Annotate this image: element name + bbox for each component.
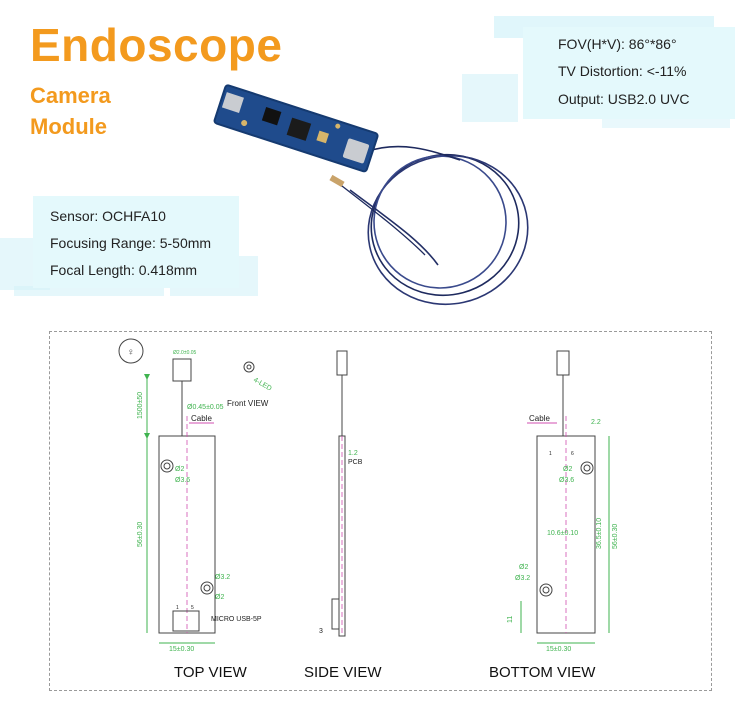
cable-label-bottom: Cable <box>529 414 550 423</box>
led-label: 4-LED <box>252 377 273 393</box>
dim-b-hole-4: Ø3.2 <box>515 575 530 582</box>
dim-hole-3: Ø3.2 <box>215 574 230 581</box>
side-view-label: SIDE VIEW <box>304 664 382 681</box>
spec-focus-range: Focusing Range: 5-50mm <box>50 235 212 251</box>
dim-hole-2: Ø3.6 <box>175 477 190 484</box>
pin-label-b1: 1 <box>549 451 552 457</box>
top-view-label: TOP VIEW <box>174 664 247 681</box>
dim-b-hole-3: Ø2 <box>519 564 528 571</box>
dim-length: 56±0.30 <box>137 522 144 547</box>
dim-lens-dia: Ø0.45±0.05 <box>187 404 224 411</box>
dim-b-usb: 11 <box>507 616 514 623</box>
svg-text:♀: ♀ <box>127 347 135 358</box>
bottom-view-label: BOTTOM VIEW <box>489 664 596 681</box>
pin-label-1: 1 <box>176 605 179 611</box>
spec-output: Output: USB2.0 UVC <box>558 91 690 107</box>
drawing-svg: ♀ Ø2.0±0.05 Ø0.45±0.05 1500±50 Ø2 Ø3.6 5… <box>118 338 619 653</box>
dim-b-width: 15±0.30 <box>546 646 571 653</box>
technical-drawing <box>49 331 712 691</box>
dim-b-hole-1: Ø2 <box>563 466 572 473</box>
specs-box-left: Sensor: OCHFA10 Focusing Range: 5-50mm F… <box>33 196 239 288</box>
probe-tip <box>329 174 345 188</box>
subtitle-line-2: Module <box>30 114 107 139</box>
dim-b-hole-2: Ø3.6 <box>559 477 574 484</box>
dim-hole-1: Ø2 <box>175 466 184 473</box>
dim-width: 15±0.30 <box>169 646 194 653</box>
dim-cable-length: 1500±50 <box>137 392 144 419</box>
chip <box>286 117 312 141</box>
dim-hole-4: Ø2 <box>215 594 224 601</box>
dim-b-offset: 2.2 <box>591 419 601 426</box>
spec-focal-length: Focal Length: 0.418mm <box>50 262 198 278</box>
pin-label-b6: 6 <box>571 451 574 457</box>
side-view-drawing: 1.2 PCB 3 <box>319 350 363 637</box>
decor-panel <box>462 74 518 122</box>
pcb-board <box>213 84 379 173</box>
dim-thickness: 1.2 <box>348 450 358 457</box>
usb-c-connector <box>342 138 370 164</box>
specs-box-right: FOV(H*V): 86°*86° TV Distortion: <-11% O… <box>523 27 735 119</box>
dim-usb-height: 3 <box>319 628 323 635</box>
spec-fov: FOV(H*V): 86°*86° <box>558 36 677 52</box>
figure-icon <box>118 338 144 364</box>
decor-panel <box>14 286 164 296</box>
dim-b-hole-pos2: 36.5±0.10 <box>596 518 603 549</box>
spec-sensor: Sensor: OCHFA10 <box>50 208 166 224</box>
subtitle-line-1: Camera <box>30 83 111 108</box>
page-title: Endoscope <box>30 19 283 71</box>
dim-b-hole-pos: 10.6±0.10 <box>547 530 578 537</box>
micro-usb-connector <box>221 92 244 113</box>
camera-module-photo <box>213 84 529 306</box>
usb-label: MICRO USB-5P <box>211 616 262 623</box>
top-view-drawing: ♀ Ø2.0±0.05 Ø0.45±0.05 1500±50 Ø2 Ø3.6 5… <box>118 338 273 653</box>
front-view-label: Front VIEW <box>227 399 269 408</box>
dim-cable-dia: Ø2.0±0.05 <box>173 350 197 356</box>
pcb-label: PCB <box>348 459 363 466</box>
spec-distortion: TV Distortion: <-11% <box>558 63 687 79</box>
bottom-view-drawing: Cable 1 6 2.2 Ø2 Ø3.6 10.6±0.10 36.5±0.1… <box>507 350 619 653</box>
dim-b-length: 56±0.30 <box>612 524 619 549</box>
cable-label-top: Cable <box>191 414 212 423</box>
page-subtitle: Camera Module <box>30 80 111 142</box>
pin-label-5: 5 <box>191 605 194 611</box>
